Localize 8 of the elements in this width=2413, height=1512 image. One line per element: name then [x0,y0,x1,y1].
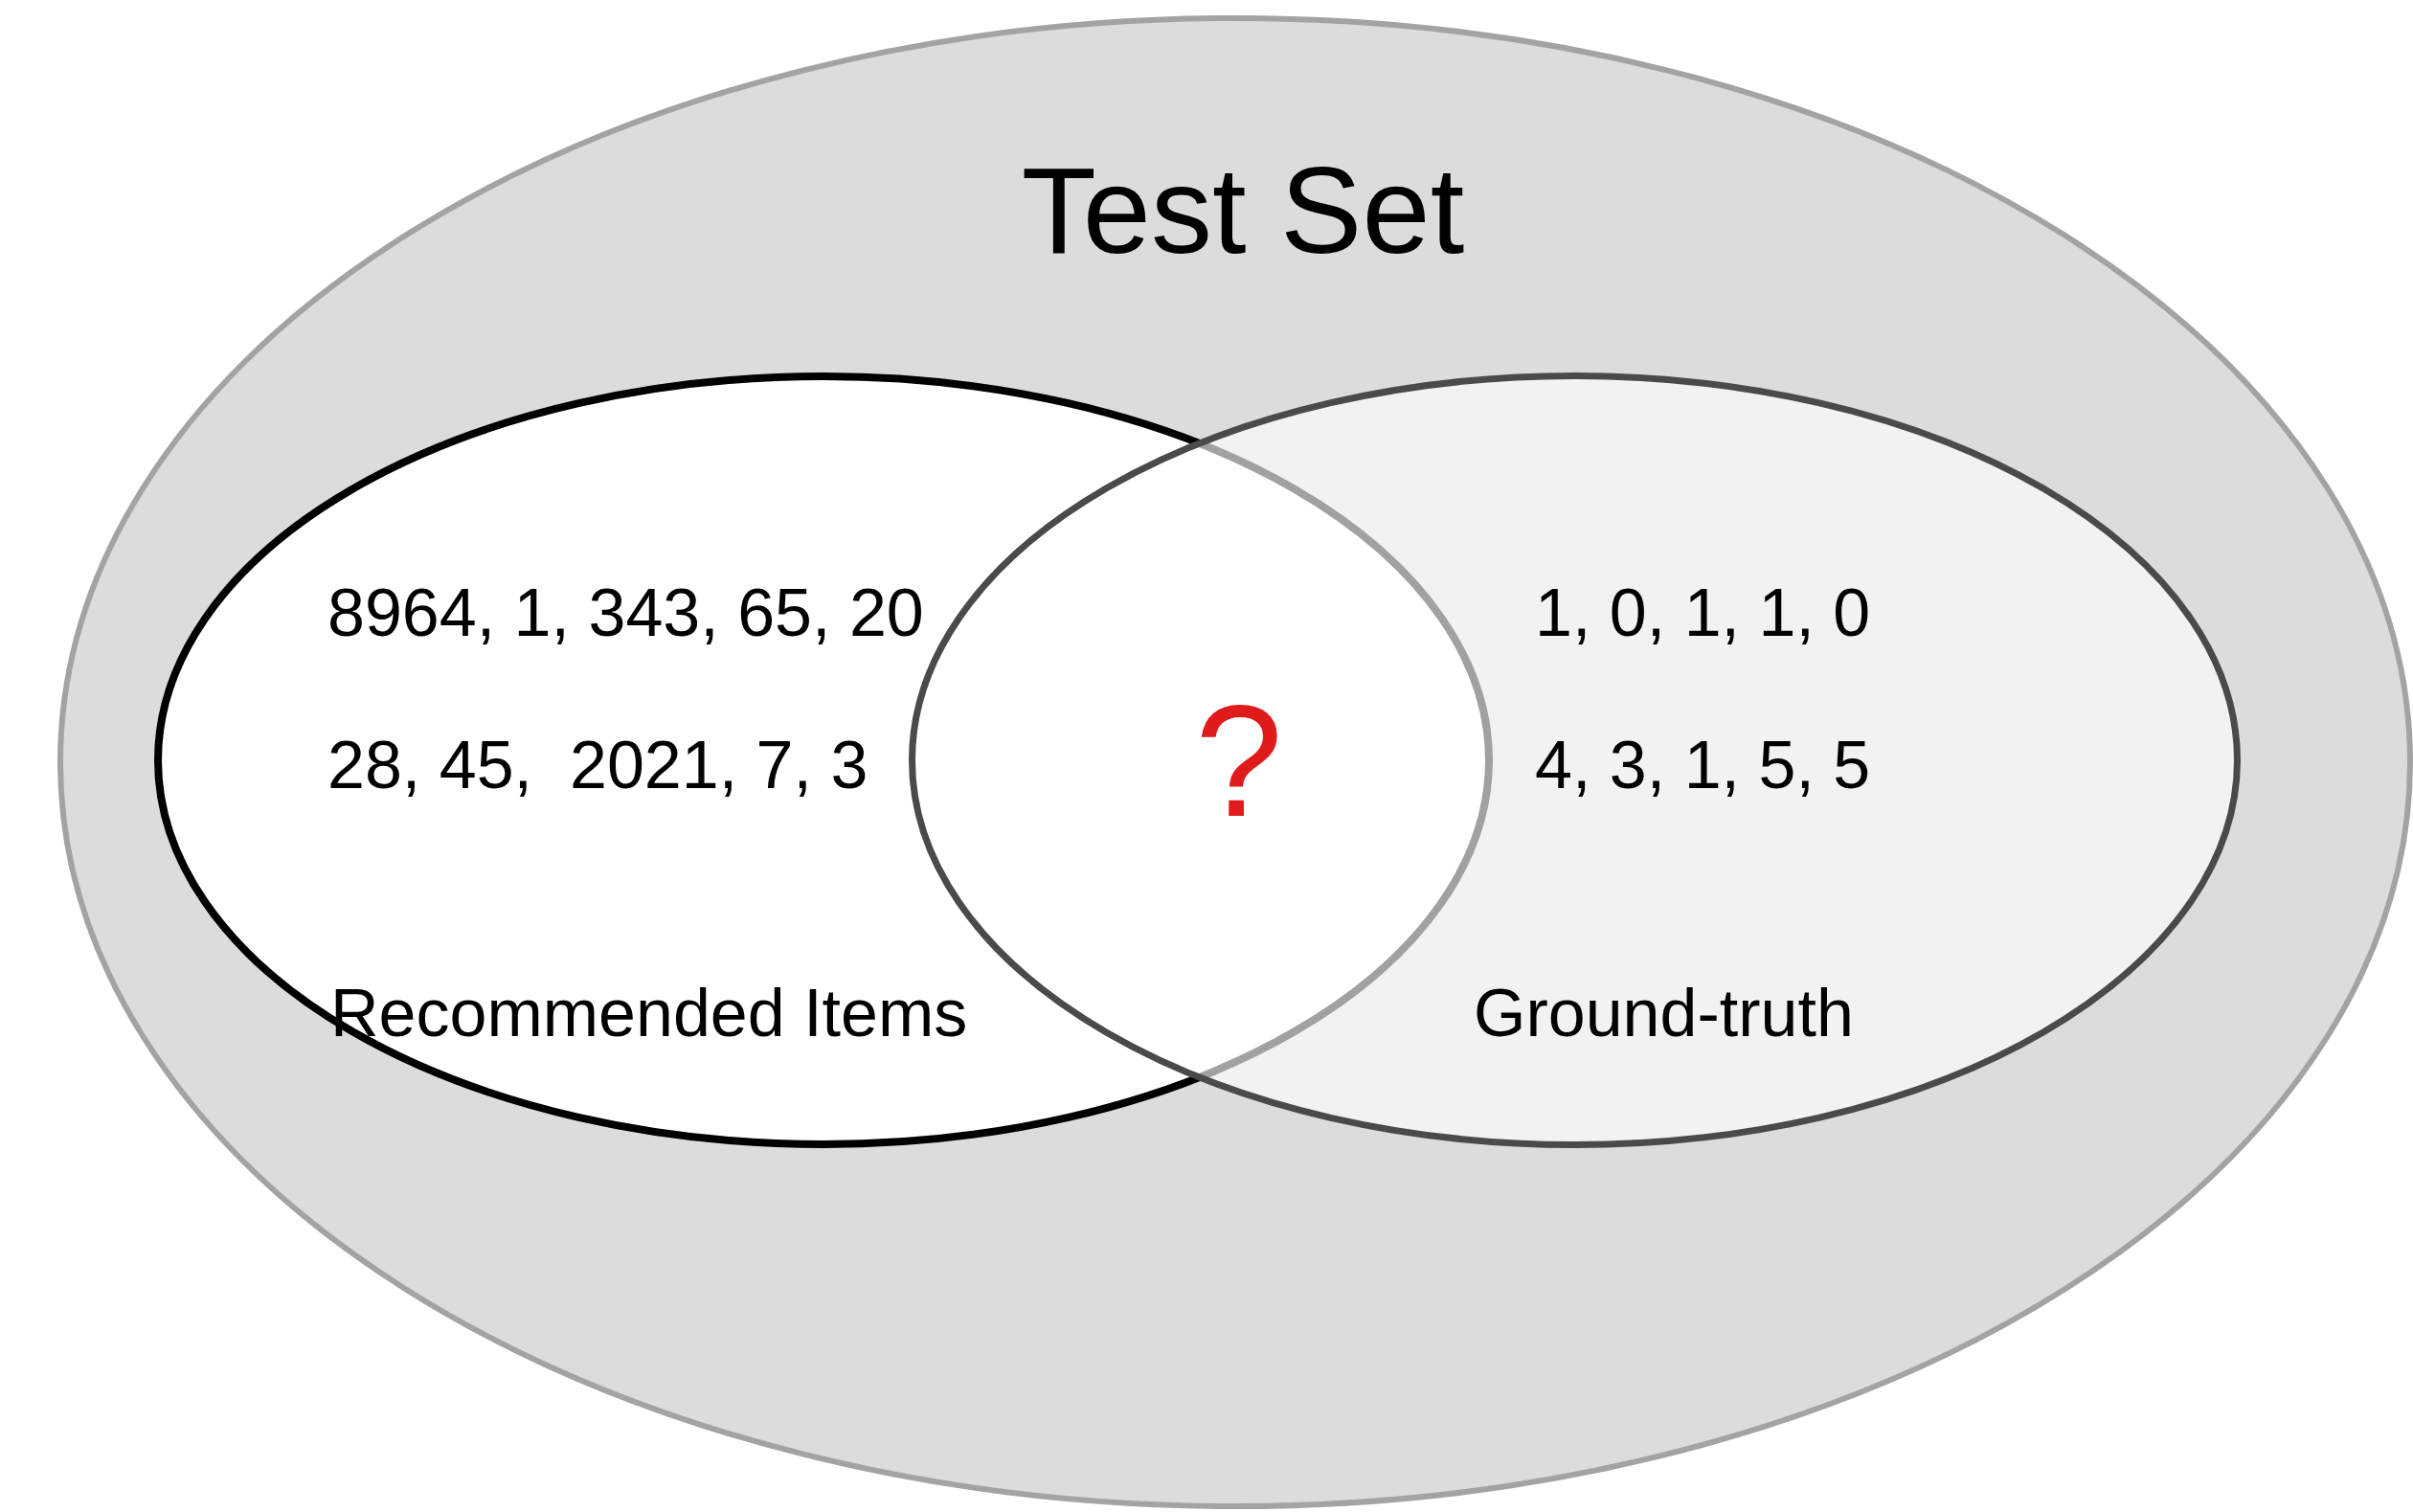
set-label: Recommended Items [330,976,968,1050]
score-list: 4, 3, 1, 5, 5 [1535,728,1871,802]
item-list: 28, 45, 2021, 7, 3 [327,728,868,802]
set-title: Test Set [1021,143,1465,279]
item-list: 8964, 1, 343, 65, 20 [327,575,924,650]
score-list: 1, 0, 1, 1, 0 [1535,575,1871,650]
set-label: Ground-truth [1474,976,1854,1050]
question-mark: ? [1195,675,1283,849]
